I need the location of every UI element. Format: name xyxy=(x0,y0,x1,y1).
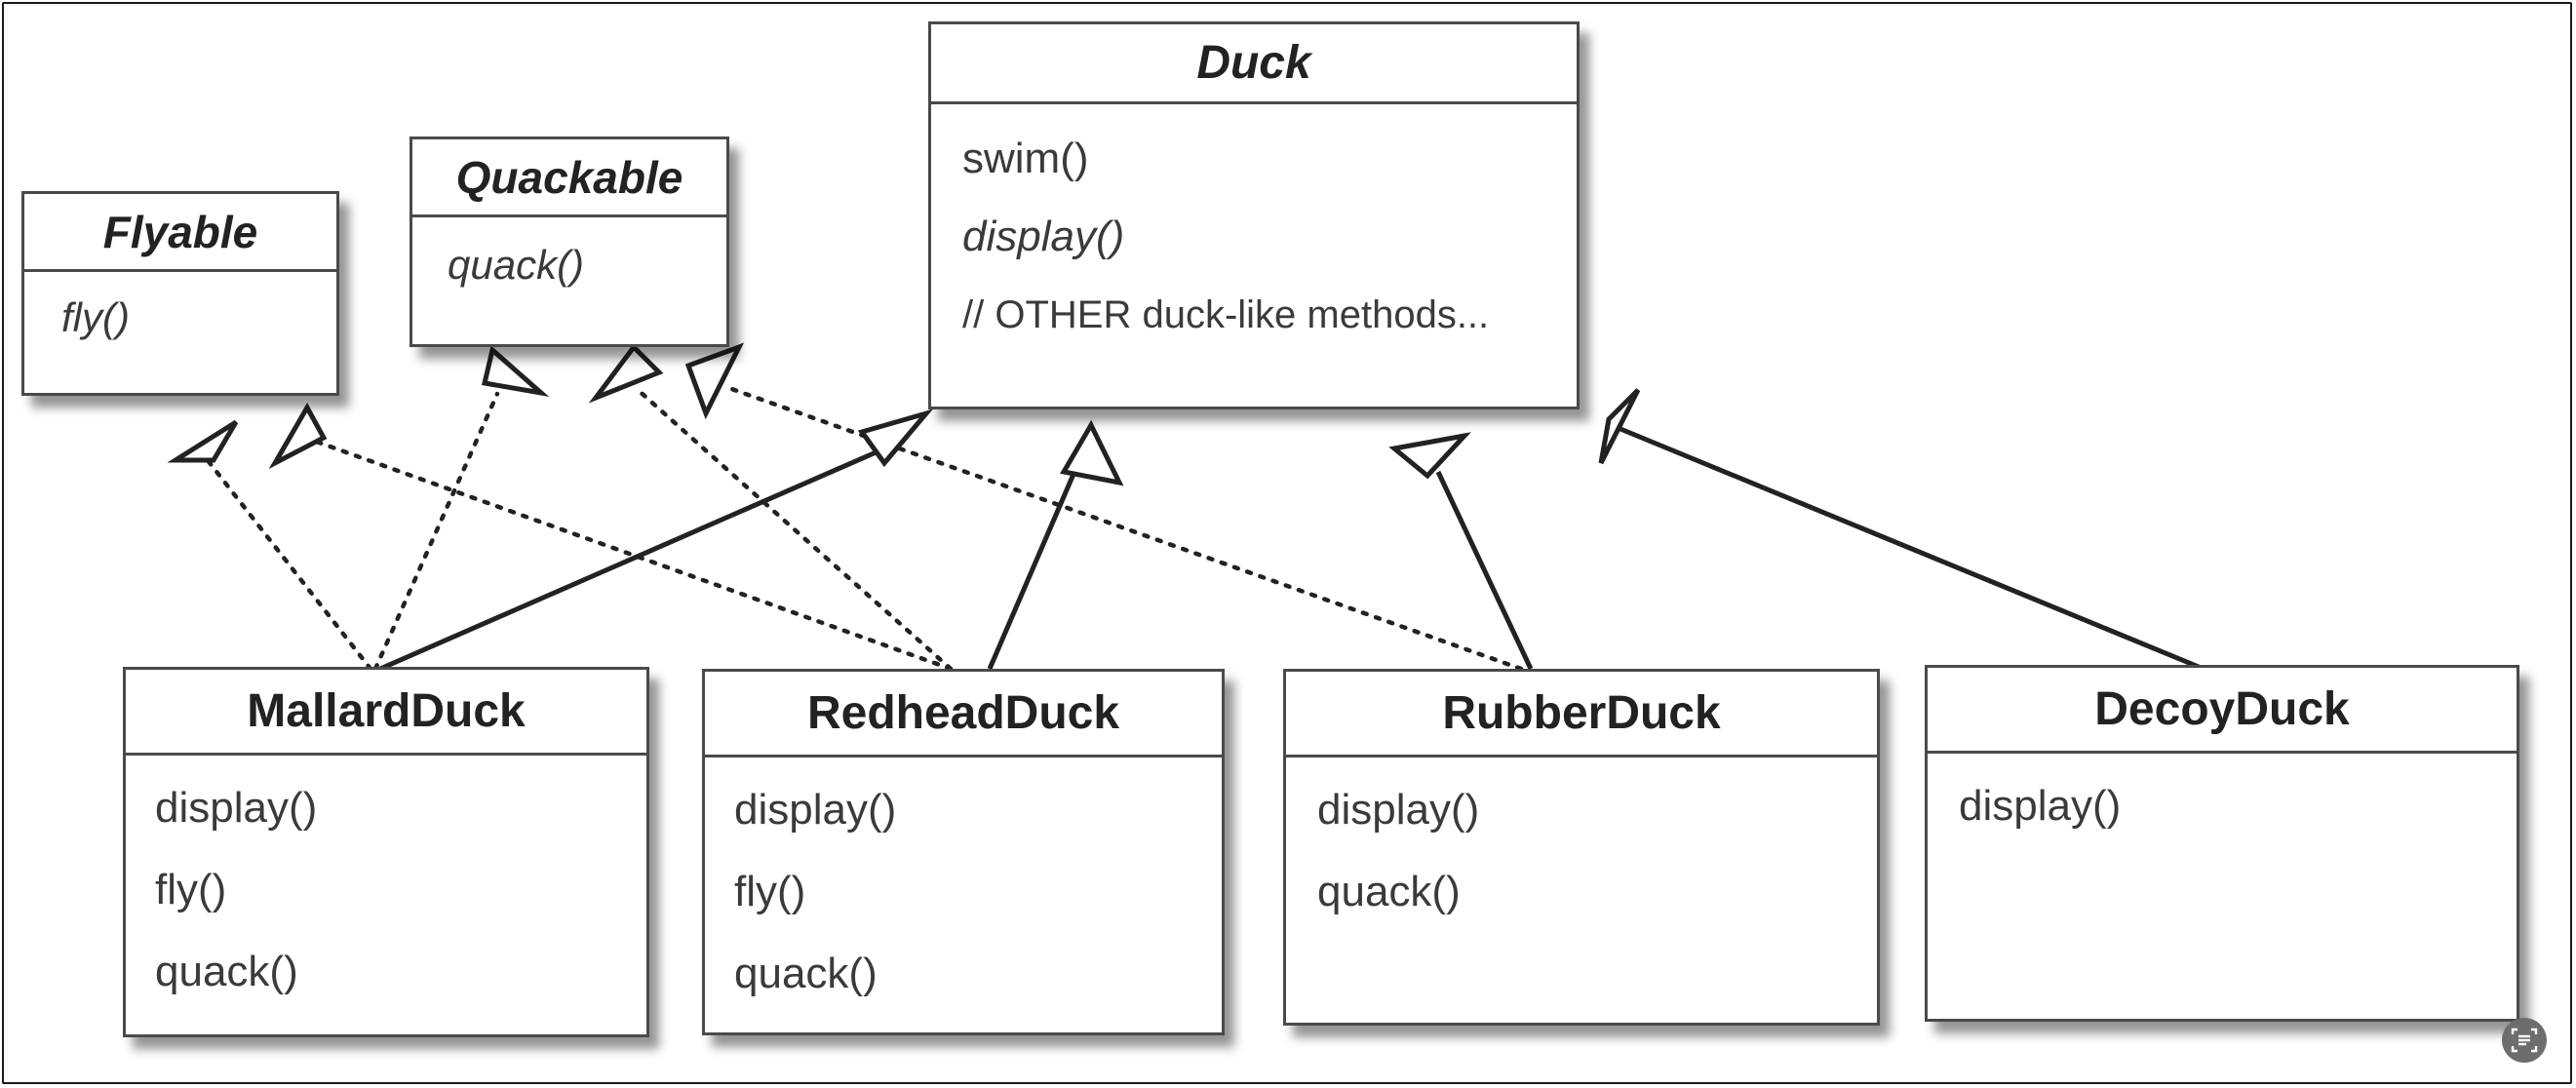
visual-search-icon[interactable] xyxy=(2502,1018,2547,1063)
method-quack: quack() xyxy=(155,948,298,995)
class-name: RubberDuck xyxy=(1286,672,1877,758)
mallard-flyable-realization-line xyxy=(197,447,373,672)
arrowhead-quackable-rubber xyxy=(684,342,745,420)
class-name: Quackable xyxy=(412,139,726,217)
class-redhead-duck: RedheadDuck display() fly() quack() xyxy=(702,669,1225,1035)
class-name: Duck xyxy=(931,24,1577,104)
class-rubber-duck: RubberDuck display() quack() xyxy=(1283,669,1880,1026)
interface-quackable: Quackable quack() xyxy=(410,136,729,347)
class-name: Flyable xyxy=(24,194,336,272)
method-display: display() xyxy=(1317,786,1480,834)
redhead-quackable-realization-line xyxy=(633,385,954,672)
method-quack: quack() xyxy=(734,950,878,997)
redhead-flyable-realization-line xyxy=(294,432,954,672)
class-name: DecoyDuck xyxy=(1928,668,2517,754)
method-quack: quack() xyxy=(1317,868,1461,915)
arrowhead-mallard-duck xyxy=(857,408,934,468)
redhead-duck-inheritance-line xyxy=(987,471,1077,670)
class-name: MallardDuck xyxy=(126,670,646,756)
arrowhead-flyable-redhead xyxy=(268,402,328,470)
method-display: display() xyxy=(734,786,897,834)
interface-flyable: Flyable fly() xyxy=(21,191,339,396)
arrowhead-decoy-duck xyxy=(1598,388,1641,465)
method-fly: fly() xyxy=(61,294,130,340)
arrowhead-rubber-duck xyxy=(1388,432,1471,480)
method-fly: fly() xyxy=(734,868,806,915)
method-other: // OTHER duck-like methods... xyxy=(962,293,1490,336)
rubber-duck-inheritance-line xyxy=(1435,470,1534,671)
rubber-quackable-realization-line xyxy=(721,383,1524,672)
method-display: display() xyxy=(962,213,1125,260)
class-decoy-duck: DecoyDuck display() xyxy=(1925,665,2519,1022)
decoy-duck-inheritance-line xyxy=(1620,426,2200,670)
method-display: display() xyxy=(155,784,318,832)
arrowhead-flyable-mallard xyxy=(167,419,239,463)
method-display: display() xyxy=(1959,782,2122,830)
method-swim: swim() xyxy=(962,135,1089,182)
arrowhead-quackable-mallard xyxy=(481,345,550,397)
method-fly: fly() xyxy=(155,866,227,913)
mallard-quackable-realization-line xyxy=(372,391,500,672)
class-name: RedheadDuck xyxy=(705,672,1222,758)
class-mallard-duck: MallardDuck display() fly() quack() xyxy=(123,667,649,1037)
class-duck: Duck swim() display() // OTHER duck-like… xyxy=(928,21,1580,409)
arrowhead-quackable-redhead xyxy=(588,343,664,404)
method-quack: quack() xyxy=(448,242,585,288)
mallard-duck-inheritance-line xyxy=(378,444,891,672)
arrowhead-redhead-duck xyxy=(1060,419,1124,486)
